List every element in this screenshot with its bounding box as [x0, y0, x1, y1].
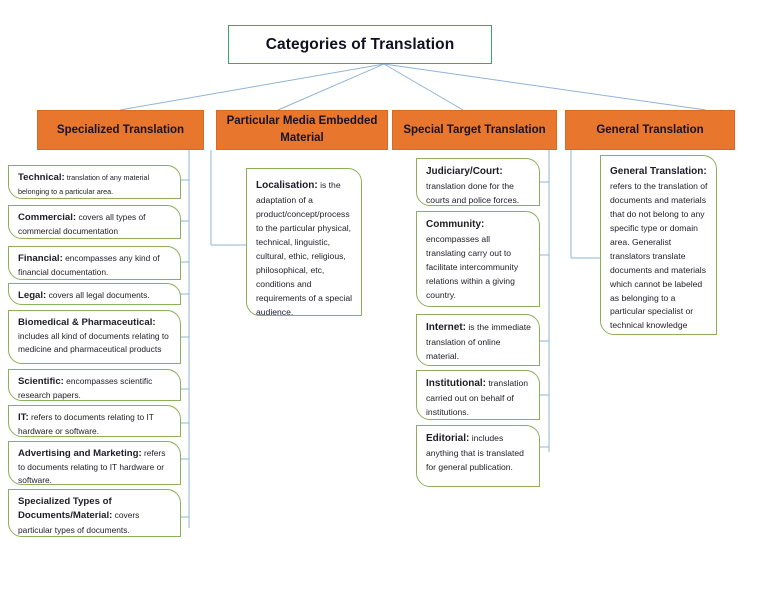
leaf-term: Technical: [18, 172, 65, 183]
leaf-term: Community: [426, 219, 485, 230]
leaf-desc: refers to documents relating to IT hardw… [18, 412, 154, 437]
leaf-term: Scientific: [18, 376, 64, 387]
leaf-term: Judiciary/Court: [426, 166, 503, 177]
leaf-term: General Translation: [610, 166, 707, 177]
category-header-particular-media[interactable]: Particular Media Embedded Material [216, 110, 388, 150]
category-header-label: General Translation [596, 123, 704, 136]
leaf-term: Internet: [426, 322, 466, 333]
leaf-desc: includes anything that is translated for… [426, 433, 524, 473]
leaf-general-translation[interactable]: General Translation: refers to the trans… [600, 155, 717, 335]
leaf-it[interactable]: IT: refers to documents relating to IT h… [8, 405, 181, 437]
leaf-desc: is the adaptation of a product/concept/p… [256, 180, 353, 316]
leaf-specialized-types[interactable]: Specialized Types of Documents/Material:… [8, 489, 181, 537]
leaf-term: Biomedical & Pharmaceutical: [18, 317, 156, 328]
leaf-desc: covers particular types of documents. [18, 510, 140, 535]
leaf-term: Specialized Types of Documents/Material: [18, 496, 113, 522]
leaf-term: Commercial: [18, 212, 77, 223]
leaf-desc: encompasses any kind of financial docume… [18, 253, 160, 278]
leaf-advertising-marketing[interactable]: Advertising and Marketing: refers to doc… [8, 441, 181, 485]
leaf-term: Institutional: [426, 378, 486, 389]
category-header-special-target[interactable]: Special Target Translation [392, 110, 557, 150]
leaf-desc: refers to documents relating to IT hardw… [18, 448, 166, 485]
leaf-internet[interactable]: Internet: is the immediate translation o… [416, 314, 540, 366]
leaf-term: IT: [18, 412, 29, 423]
leaf-legal[interactable]: Legal: covers all legal documents. [8, 283, 181, 305]
page-title: Categories of Translation [265, 35, 455, 53]
leaf-desc: encompasses scientific research papers. [18, 376, 153, 401]
category-header-general[interactable]: General Translation [565, 110, 735, 150]
leaf-desc: translation of any material belonging to… [18, 173, 150, 197]
category-header-specialized[interactable]: Specialized Translation [37, 110, 204, 150]
leaf-scientific[interactable]: Scientific: encompasses scientific resea… [8, 369, 181, 401]
leaf-desc: refers to the translation of documents a… [610, 181, 708, 331]
leaf-commercial[interactable]: Commercial: covers all types of commerci… [8, 205, 181, 239]
leaf-term: Legal: [18, 290, 47, 301]
category-header-label: Specialized Translation [56, 123, 185, 136]
leaf-desc: covers all types of commercial documenta… [18, 212, 146, 237]
leaf-desc: includes all kind of documents relating … [18, 331, 169, 354]
leaf-judiciary-court[interactable]: Judiciary/Court: translation done for th… [416, 158, 540, 206]
leaf-desc: covers all legal documents. [46, 290, 150, 300]
leaf-financial[interactable]: Financial: encompasses any kind of finan… [8, 246, 181, 280]
leaf-desc: translation done for the courts and poli… [426, 181, 520, 206]
leaf-term: Financial: [18, 253, 63, 264]
leaf-term: Advertising and Marketing: [18, 448, 142, 459]
category-header-label: Particular Media Embedded Material [226, 115, 378, 144]
leaf-desc: encompasses all translating carry out to… [426, 234, 519, 300]
category-header-label: Special Target Translation [403, 123, 546, 136]
leaf-term: Localisation: [256, 180, 318, 191]
leaf-institutional[interactable]: Institutional: translation carried out o… [416, 370, 540, 420]
leaf-biomedical-pharmaceutical[interactable]: Biomedical & Pharmaceutical: includes al… [8, 310, 181, 364]
root-title-box: Categories of Translation [228, 25, 492, 64]
leaf-editorial[interactable]: Editorial: includes anything that is tra… [416, 425, 540, 487]
leaf-desc: translation carried out on behalf of ins… [426, 378, 529, 418]
leaf-term: Editorial: [426, 433, 470, 444]
leaf-technical[interactable]: Technical: translation of any material b… [8, 165, 181, 199]
leaf-localisation[interactable]: Localisation: is the adaptation of a pro… [246, 168, 362, 316]
leaf-community[interactable]: Community: encompasses all translating c… [416, 211, 540, 307]
leaf-desc: is the immediate translation of online m… [426, 322, 531, 362]
